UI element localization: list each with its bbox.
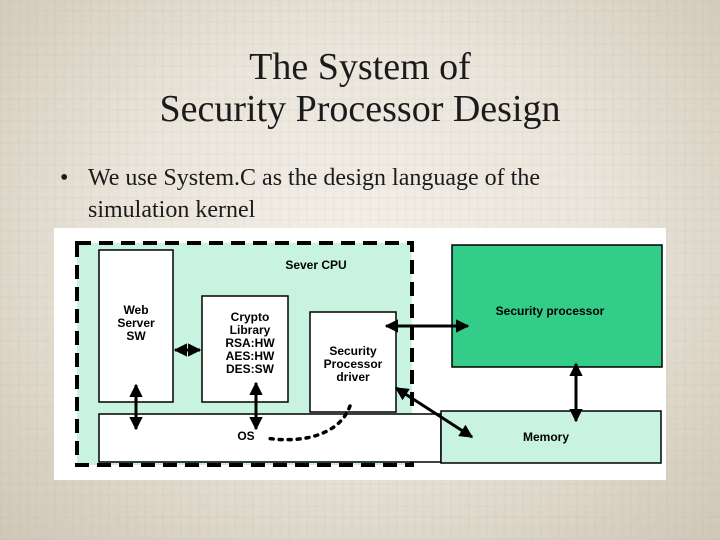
sp-driver-label-2: Processor — [324, 357, 383, 371]
web-server-label-1: Web — [123, 303, 148, 317]
memory-label: Memory — [523, 430, 569, 444]
crypto-library-label-1: Crypto — [231, 310, 270, 324]
server-cpu-label: Sever CPU — [285, 258, 346, 272]
sp-driver-label-1: Security — [329, 344, 377, 358]
slide-title: The System of Security Processor Design — [0, 46, 720, 130]
security-processor-box — [451, 244, 663, 368]
arrow-driver-memory — [394, 386, 474, 439]
web-server-box — [98, 249, 174, 403]
crypto-library-label-3: RSA:HW — [225, 336, 275, 350]
crypto-library-box — [201, 295, 289, 403]
crypto-library-label-2: Library — [230, 323, 271, 337]
crypto-library-label-5: DES:SW — [226, 362, 275, 376]
bullet-line-2: simulation kernel — [88, 197, 256, 223]
system-diagram: Sever CPU Web Server SW Crypto Library R… — [54, 228, 666, 480]
os-label: OS — [237, 429, 254, 443]
crypto-library-label-4: AES:HW — [226, 349, 275, 363]
web-server-label-3: SW — [126, 329, 146, 343]
security-processor-label: Security processor — [496, 304, 605, 318]
sp-driver-box — [309, 311, 397, 413]
bullet-text: We use System.C as the design language o… — [88, 162, 648, 226]
sp-driver-label-3: driver — [336, 370, 370, 384]
title-line-1: The System of — [249, 46, 471, 88]
bullet-dot: • — [60, 165, 69, 191]
dotted-link-os-driver — [264, 404, 352, 442]
bullet-line-1: We use System.C as the design language o… — [88, 165, 540, 191]
web-server-label-2: Server — [117, 316, 155, 330]
title-line-2: Security Processor Design — [159, 88, 561, 130]
memory-box — [440, 410, 662, 464]
